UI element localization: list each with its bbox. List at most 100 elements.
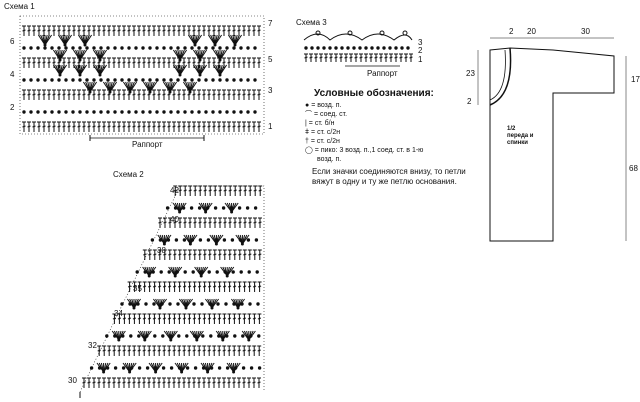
chain-dot [177,366,182,370]
chain-dot [230,238,235,242]
chain-dot [148,78,152,82]
stitch-mark [27,125,31,128]
fan-stitch [163,234,172,245]
fan-stitch [175,49,181,61]
chain-dot [240,302,244,306]
chain-dot [190,110,194,114]
chain-dot [193,334,197,338]
stitch-mark [152,349,156,352]
chain-dot [145,366,150,370]
chain-dot [89,366,94,370]
stitch-mark [197,317,202,320]
stitch-mark [172,93,176,96]
stitch-mark [217,61,221,64]
stitch-mark [22,93,26,96]
scheme2-row-32: 32 [88,341,97,350]
chain-dot [199,270,203,274]
picot-mark [402,30,408,36]
scheme3-rapport: Раппорт [367,69,398,78]
stitch-mark [257,317,262,320]
stitch-mark [137,93,141,96]
chain-dot [239,78,243,82]
fan-base [198,58,202,62]
chain-dot [174,238,179,242]
fan-base [240,242,244,246]
fan-stitch [169,81,173,93]
stitch-mark [162,317,167,320]
chain-dot [92,78,96,82]
stitch-mark [232,285,237,288]
stitch-mark [309,56,313,59]
fan-stitch [200,266,207,277]
stitch-mark [62,125,66,128]
fan-stitch [44,34,48,46]
fan-stitch [228,202,233,213]
chain-dot [253,78,257,82]
chain-dot [78,78,82,82]
fan-stitch [209,234,217,245]
fan-base [247,338,251,342]
stitch-mark [157,349,161,352]
chain-dot [176,302,180,306]
fan-stitch [233,362,237,373]
stitch-mark [258,189,262,192]
stitch-mark [232,381,236,384]
fan-stitch [168,330,172,341]
stitch-mark [142,317,147,320]
fan-stitch [176,362,183,373]
stitch-mark [152,285,157,288]
stitch-mark [152,317,157,320]
stitch-mark [162,29,166,32]
fan-stitch [57,49,61,61]
fan-stitch [226,266,230,277]
fan-stitch [157,234,165,245]
chain-dot [224,302,228,306]
scheme1-row-6: 6 [10,37,15,46]
stitch-mark [218,221,222,224]
fan-base [221,338,225,342]
stitch-mark [117,381,121,384]
scheme2-row-34: 34 [114,309,123,318]
chain-dot [29,46,33,50]
chain-dot [85,78,89,82]
stitch-mark [92,61,96,64]
chain-dot [160,302,164,306]
fan-stitch [52,49,61,61]
pattern-label: 1/2 переда и спинки [507,126,534,146]
stitch-mark [167,285,172,288]
chain-dot [106,78,110,82]
scheme3-row-1: 1 [418,55,423,64]
fan-base [180,370,184,374]
fan-stitch [52,64,61,76]
chain-dot [167,270,171,274]
chain-dot [246,46,250,50]
stitch-mark [222,93,226,96]
stitch-mark [202,93,206,96]
stitch-mark [32,93,36,96]
fan-stitch [174,266,181,277]
stitch-mark [107,93,111,96]
stitch-mark [167,93,171,96]
stitch-mark [92,381,96,384]
fan-stitch [179,202,183,213]
fan-base [43,43,47,47]
stitch-mark [232,29,236,32]
scheme3-title: Схема 3 [296,18,327,27]
fan-stitch [241,330,250,341]
fan-stitch [155,298,161,309]
stitch-mark [192,93,196,96]
fan-stitch [217,330,224,341]
stitch-mark [142,61,146,64]
stitch-mark [197,381,201,384]
chain-dot [137,366,142,370]
stitch-mark [102,349,106,352]
stitch-mark [127,349,131,352]
chain-dot [209,366,214,370]
stitch-mark [157,317,162,320]
dc-icon: ǂ [305,129,310,136]
chain-dot [253,46,257,50]
stitch-mark [237,381,241,384]
chain-dot [388,46,392,50]
stitch-mark [223,221,227,224]
stitch-mark [82,61,86,64]
